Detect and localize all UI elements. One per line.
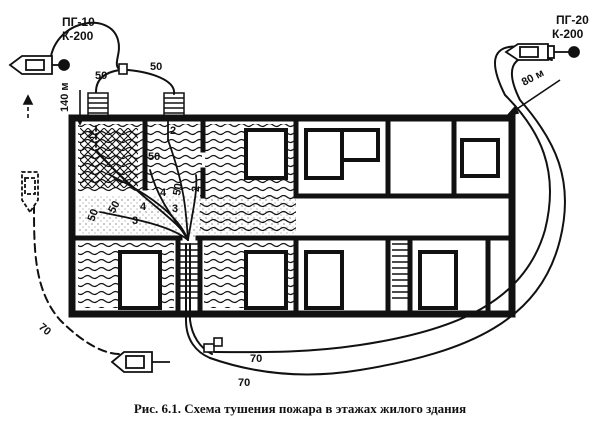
hose-label-top-a: 50 xyxy=(95,70,107,82)
hose-label-bottom-b: 70 xyxy=(238,377,250,389)
outer-wall xyxy=(68,114,516,318)
inner-label-50d: 50 xyxy=(171,182,185,196)
fire-truck-left-dashed xyxy=(21,171,39,214)
inner-label-2c: 2 xyxy=(190,186,202,192)
distance-right: 80 м xyxy=(520,67,546,89)
inner-label-50b: 50 xyxy=(86,207,101,223)
hose-dashed-left xyxy=(33,204,121,355)
inner-label-3a: 3 xyxy=(132,215,138,227)
closets xyxy=(118,128,500,310)
hydrant-left-id: ПГ-10 xyxy=(62,15,95,29)
hydrant-left-type: К-200 xyxy=(62,29,94,43)
distance-left: 140 м xyxy=(59,82,71,112)
hydrant-right-id: ПГ-20 xyxy=(556,13,589,27)
fire-truck-top-left xyxy=(8,55,70,75)
hose-left-to-building xyxy=(95,69,121,93)
inner-label-50c: 50 xyxy=(106,199,123,216)
fire-truck-top-right xyxy=(504,43,580,61)
fire-scheme-diagram: ПГ-10 К-200 ПГ-20 К-200 140 м 80 м 50 50… xyxy=(8,13,589,389)
hose-left-branch xyxy=(127,69,176,95)
hose-left-loop xyxy=(49,21,121,71)
hose-label-bottom-a: 70 xyxy=(250,353,262,365)
ladders xyxy=(87,92,185,120)
hose-big-loop-outer xyxy=(209,55,567,376)
couplings xyxy=(118,63,223,353)
hose-lines xyxy=(33,21,567,376)
inner-label-4a: 4 xyxy=(140,201,147,213)
hose-label-left-dashed: 70 xyxy=(36,321,53,338)
hose-big-loop xyxy=(214,45,552,354)
building-walls xyxy=(68,114,516,318)
fire-truck-bottom xyxy=(110,351,170,373)
hose-label-top-b: 50 xyxy=(150,61,162,73)
inner-label-4b: 4 xyxy=(160,187,167,199)
inner-label-50a: 50 xyxy=(148,151,160,163)
wave-fill-corridor xyxy=(200,195,296,235)
inner-label-2a: 2 xyxy=(88,129,94,141)
crosshatch-fill xyxy=(80,128,138,188)
inner-label-2b: 2 xyxy=(170,125,176,137)
arrows xyxy=(22,79,561,126)
hydrant-right-type: К-200 xyxy=(552,27,584,41)
figure-caption: Рис. 6.1. Схема тушения пожара в этажах … xyxy=(133,401,467,416)
inner-label-3b: 3 xyxy=(172,203,178,215)
